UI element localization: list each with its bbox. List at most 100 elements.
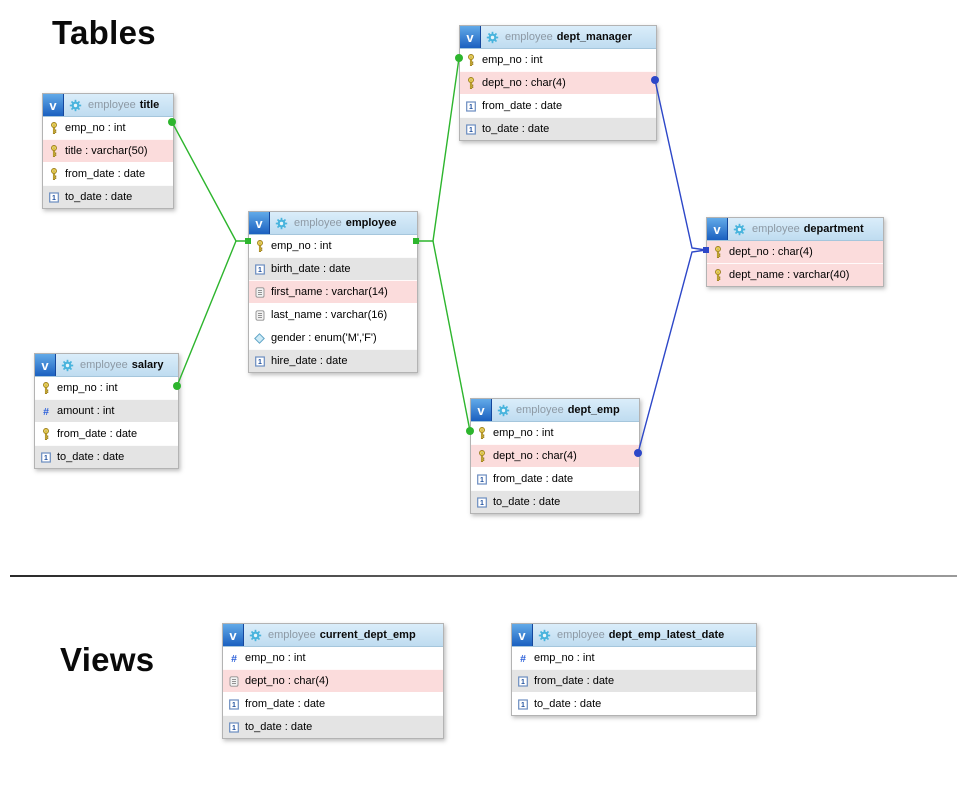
column-text: from_date : date — [493, 473, 574, 485]
primary-key-icon — [476, 449, 487, 463]
date-column-icon: 1 — [228, 698, 239, 710]
text-column-icon — [254, 309, 265, 321]
column-text: title : varchar(50) — [65, 145, 148, 157]
svg-text:1: 1 — [232, 725, 236, 732]
primary-key-icon — [465, 76, 476, 90]
date-column-icon: 1 — [476, 473, 487, 485]
schema-name: employee — [557, 629, 605, 641]
column-text: amount : int — [57, 405, 115, 417]
svg-text:#: # — [43, 406, 49, 417]
column-row: last_name : varchar(16) — [249, 303, 417, 326]
relationship-line-blue — [654, 79, 707, 251]
svg-text:1: 1 — [44, 455, 48, 462]
svg-text:1: 1 — [232, 702, 236, 709]
svg-text:1: 1 — [52, 195, 56, 202]
column-text: to_date : date — [57, 451, 125, 463]
entity-name: department — [803, 223, 864, 235]
column-text: dept_name : varchar(40) — [729, 269, 850, 281]
numeric-column-icon: # — [517, 653, 528, 664]
column-row: #emp_no : int — [512, 647, 756, 669]
column-text: first_name : varchar(14) — [271, 286, 388, 298]
date-column-icon: 1 — [465, 100, 476, 112]
view-badge-icon: v — [471, 399, 492, 421]
text-column-icon — [254, 286, 265, 298]
schema-name: employee — [505, 31, 553, 43]
primary-key-icon — [254, 239, 265, 253]
text-column-icon — [228, 675, 239, 687]
gear-icon — [275, 217, 288, 230]
column-row: 1 from_date : date — [512, 669, 756, 692]
tables-section-heading: Tables — [52, 14, 156, 51]
gear-icon — [538, 629, 551, 642]
column-row: emp_no : int — [43, 117, 173, 139]
svg-text:1: 1 — [521, 679, 525, 686]
primary-key-icon — [476, 426, 487, 440]
entity-name: dept_emp — [567, 404, 620, 416]
schema-name: employee — [268, 629, 316, 641]
view-badge-icon: v — [460, 26, 481, 48]
column-row: dept_no : char(4) — [223, 669, 443, 692]
column-text: dept_no : char(4) — [245, 675, 329, 687]
column-row: 1 hire_date : date — [249, 349, 417, 372]
column-text: from_date : date — [534, 675, 615, 687]
view-badge-icon: v — [707, 218, 728, 240]
schema-name: employee — [88, 99, 136, 111]
column-text: to_date : date — [534, 698, 602, 710]
relationship-line-green — [432, 240, 471, 432]
gear-icon — [69, 99, 82, 112]
relationship-line-green — [176, 240, 237, 387]
svg-text:1: 1 — [480, 500, 484, 507]
svg-text:1: 1 — [469, 104, 473, 111]
relationship-line-blue — [637, 249, 707, 454]
column-text: to_date : date — [482, 123, 550, 135]
column-row: dept_no : char(4) — [460, 71, 656, 94]
schema-name: employee — [752, 223, 800, 235]
gear-icon — [733, 223, 746, 236]
section-divider — [10, 575, 957, 577]
column-text: hire_date : date — [271, 355, 348, 367]
column-row: first_name : varchar(14) — [249, 280, 417, 303]
svg-text:1: 1 — [469, 127, 473, 134]
column-text: emp_no : int — [57, 382, 118, 394]
column-row: # amount : int — [35, 399, 178, 422]
primary-key-icon — [712, 245, 723, 259]
primary-key-icon — [48, 121, 59, 135]
schema-name: employee — [516, 404, 564, 416]
column-row: dept_name : varchar(40) — [707, 263, 883, 286]
primary-key-icon — [712, 268, 723, 282]
date-column-icon: 1 — [48, 191, 59, 203]
column-text: dept_no : char(4) — [493, 450, 577, 462]
relationship-line-green — [416, 57, 460, 242]
view-badge-icon: v — [43, 94, 64, 116]
column-text: emp_no : int — [271, 240, 332, 252]
schema-name: employee — [80, 359, 128, 371]
column-row: emp_no : int — [471, 422, 639, 444]
column-text: from_date : date — [57, 428, 138, 440]
svg-text:1: 1 — [258, 359, 262, 366]
entity-name: current_dept_emp — [319, 629, 416, 641]
column-row: emp_no : int — [249, 235, 417, 257]
date-column-icon: 1 — [476, 496, 487, 508]
entity-name: dept_manager — [556, 31, 632, 43]
